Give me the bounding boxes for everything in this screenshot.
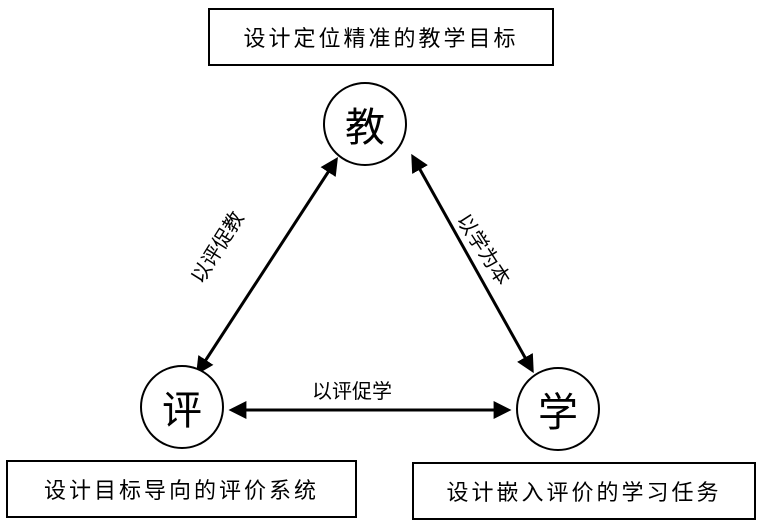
teaching-goal-box: 设计定位精准的教学目标 — [208, 8, 554, 66]
evaluate-node: 评 — [140, 365, 224, 449]
evaluation-system-box: 设计目标导向的评价系统 — [6, 460, 357, 518]
learning-task-box: 设计嵌入评价的学习任务 — [412, 462, 756, 520]
edge-label-evaluate-learn: 以评促学 — [312, 379, 392, 403]
teach-node: 教 — [323, 82, 407, 166]
learn-node: 学 — [516, 367, 600, 451]
arrow-top-left — [196, 156, 338, 376]
arrow-top-right — [411, 153, 534, 374]
